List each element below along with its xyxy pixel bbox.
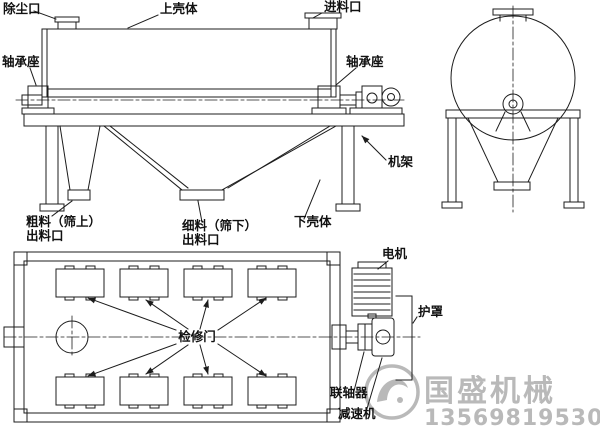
label-bearing-right: 轴承座 <box>346 54 384 69</box>
label-bearing-left: 轴承座 <box>2 54 40 69</box>
label-feed-inlet: 进料口 <box>324 0 362 14</box>
guosheng-logo-mark <box>377 379 408 402</box>
label-frame: 机架 <box>388 154 414 169</box>
label-dust-port: 除尘口 <box>3 1 41 16</box>
bearing-pedestal-right <box>311 67 357 115</box>
label-guard: 护罩 <box>418 304 444 319</box>
reducer-shaft <box>375 329 391 345</box>
label-lower-casing: 下壳体 <box>294 214 332 229</box>
label-coarse-outlet-line2: 出料口 <box>26 228 64 243</box>
label-coupling: 联轴器 <box>330 385 368 400</box>
machine-frame <box>23 113 405 212</box>
upper-casing-shell <box>41 28 337 98</box>
motor-body <box>351 261 393 319</box>
guard-bracket <box>395 295 413 381</box>
label-inspection-door: 检修门 <box>178 329 216 344</box>
label-upper-casing: 上壳体 <box>160 1 198 16</box>
label-motor: 电机 <box>382 246 408 261</box>
label-fine-outlet-line2: 出料口 <box>182 232 220 247</box>
end-view-stand <box>441 109 585 209</box>
watermark-phone: 13569819530 <box>424 406 600 430</box>
plan-drive-train <box>331 261 413 381</box>
watermark: 国盛机械 13569819530 <box>364 364 600 430</box>
lower-casing-hoppers <box>51 125 337 223</box>
label-fine-outlet-line1: 细料（筛下） <box>182 218 257 233</box>
dust-port <box>33 10 80 30</box>
guosheng-logo-ring <box>364 364 420 420</box>
end-view <box>441 5 585 213</box>
plan-view: 电机 护罩 检修门 联轴器 减速机 <box>3 246 444 423</box>
label-coarse-outlet-line1: 粗料（筛上） <box>26 214 101 229</box>
feed-inlet <box>304 12 342 30</box>
reducer-body <box>371 317 395 357</box>
guosheng-logo-dot <box>397 397 403 403</box>
upper-casing-leader <box>127 14 159 29</box>
drum-circle <box>450 15 576 141</box>
bearing-pedestal-left <box>21 67 55 115</box>
drive-unit <box>339 85 403 115</box>
watermark-brand: 国盛机械 <box>424 374 556 409</box>
end-view-top-flange <box>492 8 534 22</box>
side-view: 除尘口 上壳体 进料口 轴承座 轴承座 机架 粗料（筛上） 出料口 细料（筛下）… <box>2 0 414 247</box>
end-view-hub <box>495 93 531 132</box>
label-reducer: 减速机 <box>338 406 376 421</box>
plan-leaders <box>87 260 418 413</box>
